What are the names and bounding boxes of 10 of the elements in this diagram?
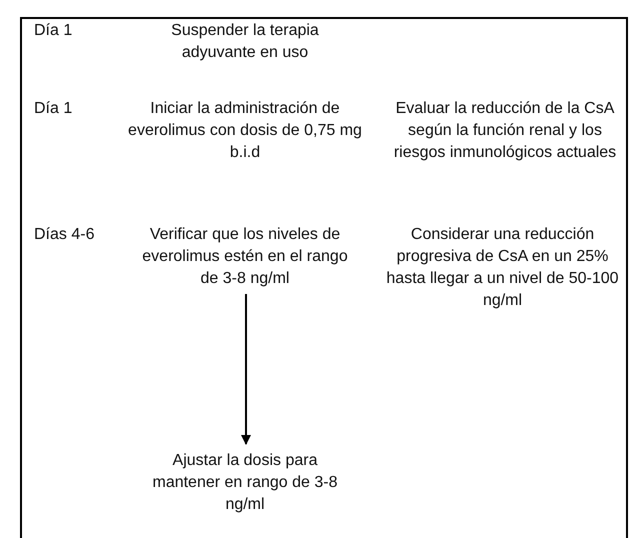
step-text: Suspender la terapia adyuvante en uso xyxy=(170,21,320,63)
day-label: Día 1 xyxy=(34,99,74,119)
step-text: Iniciar la administración de everolimus con dosis de 0,75 mg b.i.d xyxy=(127,99,363,163)
day-label: Días 4-6 xyxy=(34,225,96,245)
day-label: Día 1 xyxy=(34,21,74,41)
step-text: Verificar que los niveles de everolimus estén en el rango de 3-8 ng/ml xyxy=(140,224,350,290)
arrow xyxy=(241,294,251,445)
step-text: Evaluar la reducción de la CsA según la función renal y los riesgos inmunológicos actuales xyxy=(392,99,618,163)
step-text: Considerar una reducción progresiva de CsA en un 25% hasta llegar a un nivel de 50-100 ng/ml xyxy=(385,225,620,311)
step-text: Ajustar la dosis para mantener en rango de 3-8 ng/ml xyxy=(140,450,350,516)
